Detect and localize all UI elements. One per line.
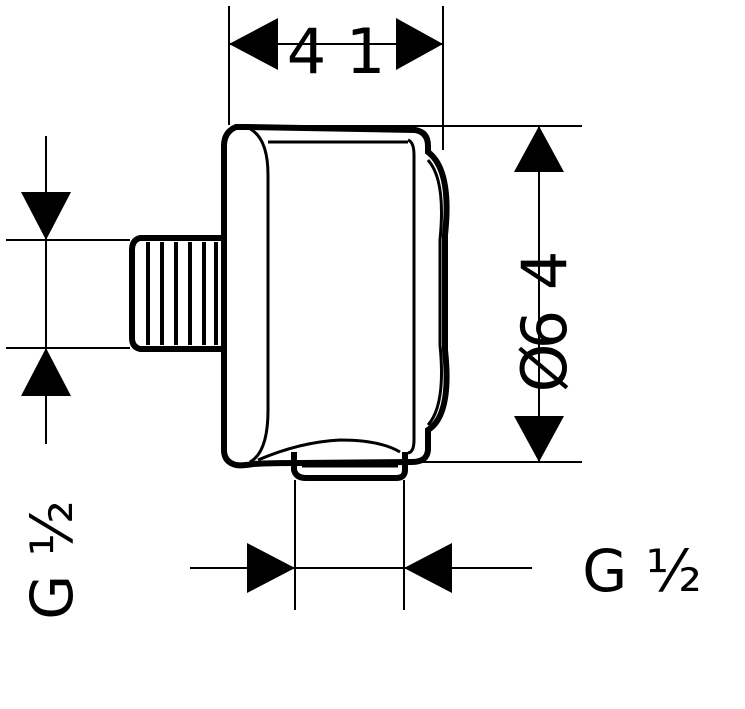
bottom-outlet-connector — [291, 452, 408, 481]
dimension-diameter: 6 4 Ø — [250, 125, 582, 463]
thread-left-label: G ½ — [18, 500, 86, 620]
arrow-thread-left-bottom — [21, 348, 71, 396]
dimension-width: 4 1 — [228, 6, 444, 150]
body-back-edge — [407, 138, 416, 455]
dimension-thread-bottom: G ½ — [190, 480, 702, 610]
arrow-thread-bottom-left — [247, 543, 295, 593]
arrow-diameter-bottom — [514, 416, 564, 462]
body-rear-bulge — [426, 158, 443, 427]
arrow-width-left — [229, 18, 278, 70]
thread-bottom-label: G ½ — [582, 537, 702, 605]
wall-outlet-body — [221, 124, 450, 469]
left-thread-connector — [129, 235, 224, 352]
arrow-width-right — [396, 18, 443, 70]
body-front-edge — [245, 125, 270, 464]
bottom-outlet-outline — [291, 452, 408, 481]
dimension-diameter-value: 6 4 — [508, 251, 581, 350]
arrow-thread-left-top — [21, 192, 71, 240]
left-thread-outline — [129, 235, 224, 352]
arrow-diameter-top — [514, 126, 564, 172]
diameter-symbol: Ø — [508, 344, 581, 393]
bottom-outlet-neck — [257, 438, 401, 462]
dimension-width-label: 4 1 — [287, 15, 386, 88]
dimension-thread-left: G ½ — [6, 136, 130, 620]
arrow-thread-bottom-right — [404, 543, 452, 593]
